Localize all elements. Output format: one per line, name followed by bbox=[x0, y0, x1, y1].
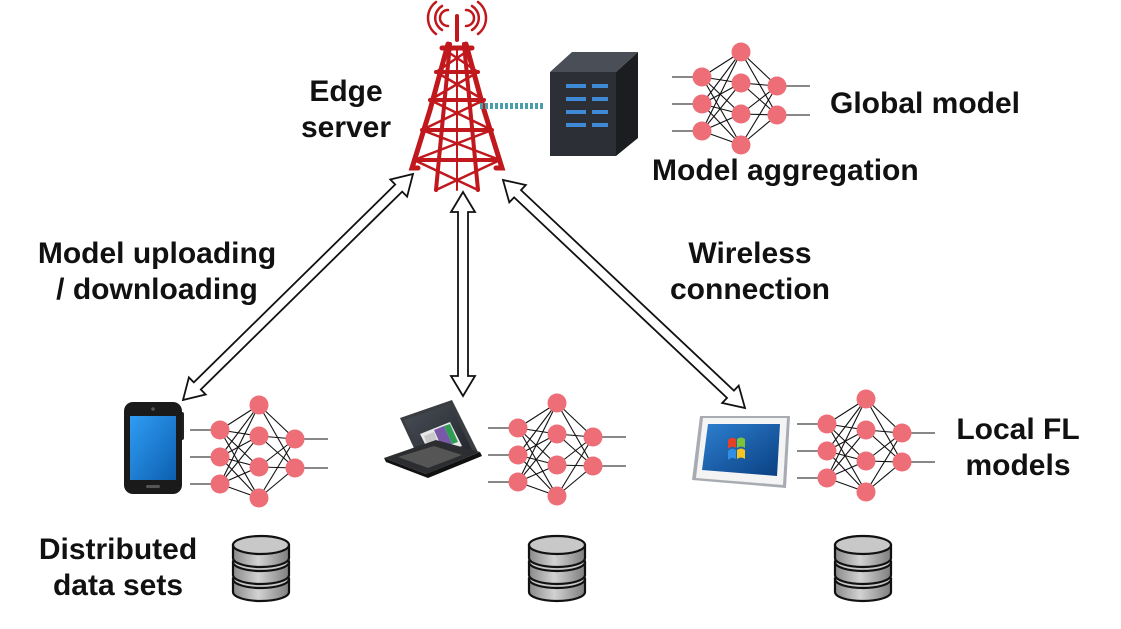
arrow-shape bbox=[181, 172, 415, 402]
nn-node bbox=[731, 135, 751, 155]
nn-node bbox=[547, 393, 567, 413]
arrow-laptop-tower bbox=[449, 190, 477, 398]
nn-node bbox=[856, 482, 876, 502]
nn-node bbox=[856, 389, 876, 409]
nn-node bbox=[285, 429, 305, 449]
database-top bbox=[833, 534, 893, 556]
tablet-icon bbox=[692, 416, 790, 488]
nn-node bbox=[249, 395, 269, 415]
database-icon bbox=[527, 534, 587, 603]
nn-node bbox=[731, 42, 751, 62]
nn-node bbox=[692, 121, 712, 141]
nn-laptop bbox=[488, 393, 626, 506]
nn-node bbox=[210, 447, 230, 467]
arrow-shape bbox=[449, 190, 477, 398]
server-icon bbox=[550, 52, 638, 156]
arrow-tablet-tower bbox=[501, 178, 747, 410]
nn-node bbox=[508, 472, 528, 492]
nn-node bbox=[767, 105, 787, 125]
nn-node bbox=[856, 420, 876, 440]
nn-phone bbox=[190, 395, 328, 508]
arrow-phone-tower bbox=[181, 172, 415, 402]
nn-node bbox=[210, 420, 230, 440]
nn-node bbox=[731, 104, 751, 124]
nn-node bbox=[508, 418, 528, 438]
nn-node bbox=[731, 73, 751, 93]
nn-node bbox=[508, 445, 528, 465]
nn-node bbox=[285, 458, 305, 478]
edge-server-label: Edge server bbox=[300, 75, 392, 144]
arrow-shape bbox=[501, 178, 747, 410]
nn-tablet bbox=[797, 389, 935, 502]
nn-node bbox=[249, 426, 269, 446]
model-aggregation-label: Model aggregation bbox=[652, 154, 919, 187]
nn-node bbox=[892, 452, 912, 472]
wireless-connection-label: Wireless connection bbox=[669, 237, 830, 306]
nn-node bbox=[692, 94, 712, 114]
database-top bbox=[527, 534, 587, 556]
nn-node bbox=[583, 456, 603, 476]
nn-node bbox=[817, 414, 837, 434]
nn-node bbox=[547, 486, 567, 506]
nn-node bbox=[692, 67, 712, 87]
phone-icon bbox=[124, 402, 184, 494]
model-uploading-label: Model uploading / downloading bbox=[37, 237, 277, 306]
nn-node bbox=[547, 455, 567, 475]
nn-node bbox=[892, 423, 912, 443]
nn-node bbox=[547, 424, 567, 444]
nn-node bbox=[817, 468, 837, 488]
database-icon bbox=[833, 534, 893, 603]
nn-node bbox=[210, 474, 230, 494]
laptop-icon bbox=[384, 400, 482, 478]
nn-node bbox=[767, 76, 787, 96]
nn-node bbox=[583, 427, 603, 447]
database-icon bbox=[231, 534, 291, 603]
tower-icon bbox=[408, 0, 506, 192]
global-model-label: Global model bbox=[830, 87, 1021, 120]
nn-node bbox=[249, 457, 269, 477]
nn-node bbox=[817, 441, 837, 461]
nn-global bbox=[672, 42, 810, 155]
distributed-data-sets-label: Distributed data sets bbox=[38, 533, 198, 602]
local-fl-models-label: Local FL models bbox=[956, 413, 1080, 482]
nn-node bbox=[249, 488, 269, 508]
nn-node bbox=[856, 451, 876, 471]
database-top bbox=[231, 534, 291, 556]
